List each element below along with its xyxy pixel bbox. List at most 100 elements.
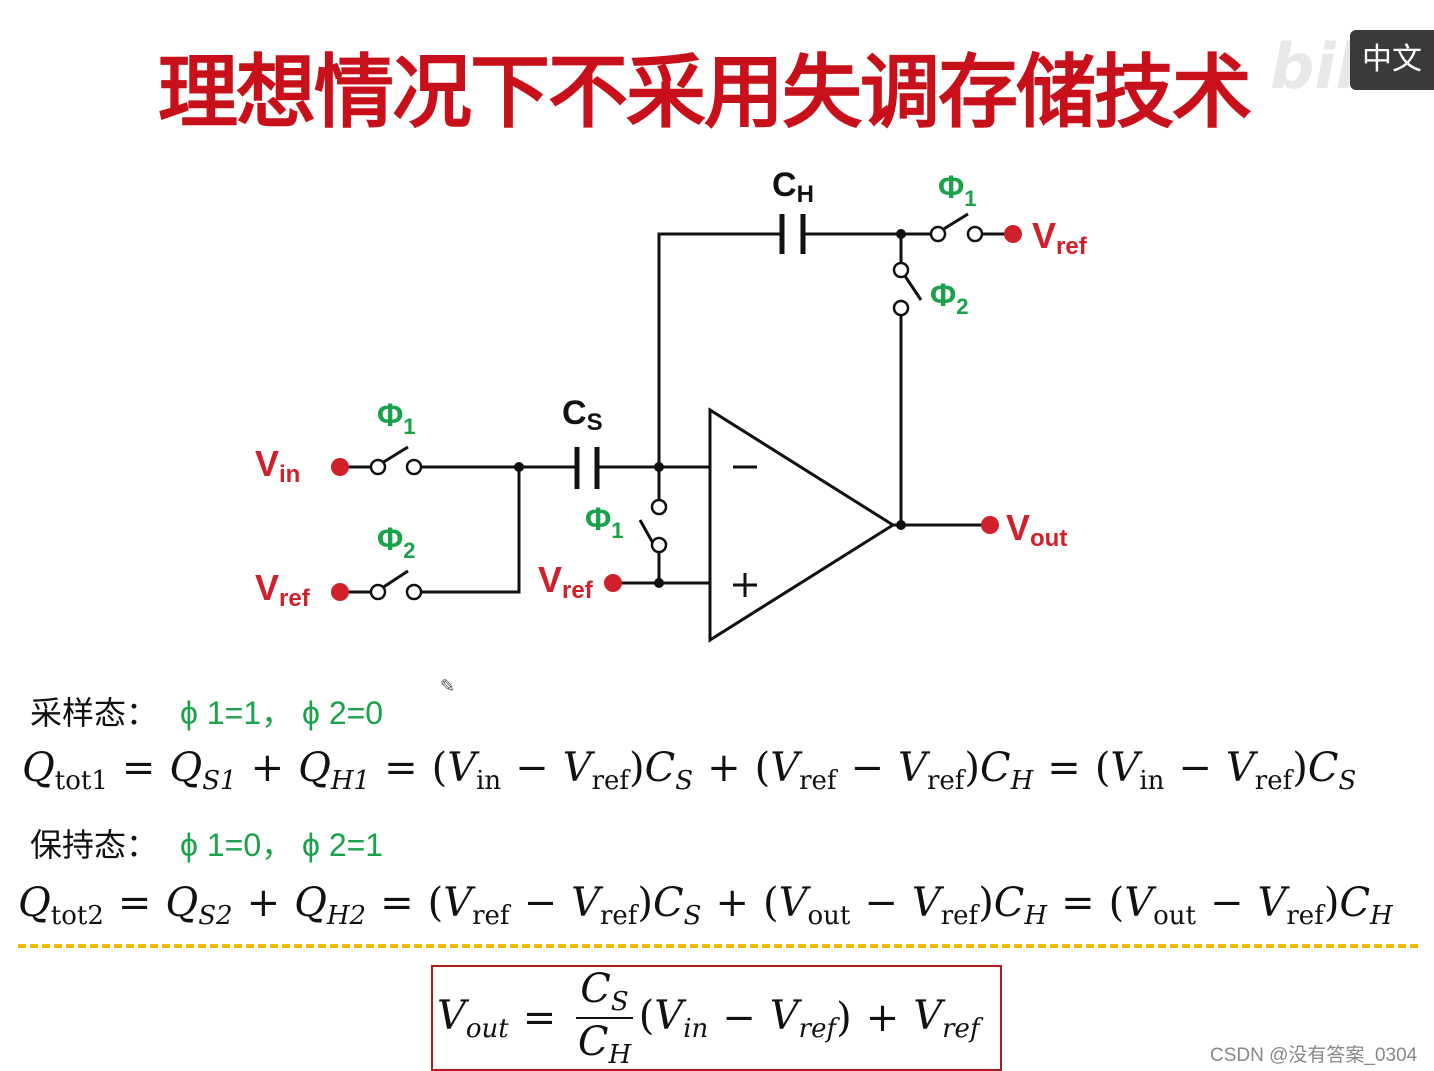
opamp-triangle [708, 407, 896, 643]
equation-term: (Vref [754, 745, 837, 796]
equation-term: (Vref [427, 880, 510, 931]
label-vin: Vin [255, 443, 300, 488]
equation-term: Vref [769, 992, 837, 1044]
equation-term: − [850, 745, 885, 791]
state-label: 保持态： [30, 826, 159, 864]
equation-term: Vref [898, 745, 965, 796]
label-phi2: Φ2 [377, 521, 416, 563]
terminal-vin [331, 458, 349, 476]
circuit-diagram: CH CS Φ1 Φ2 Φ1 Φ2 Φ1 Vref Vin Vref Vref … [255, 166, 1088, 643]
equation-term: ) [836, 995, 852, 1041]
equation-term: = [121, 745, 156, 791]
equation-term: Vref [1225, 745, 1293, 796]
equation-term: (Vout [762, 880, 851, 931]
equation-term: Vout [437, 992, 509, 1044]
pencil-icon[interactable]: ✎ [440, 676, 456, 697]
equation-term: − [1178, 745, 1212, 791]
equation-term: Vref [571, 880, 638, 931]
equation-term: )CS [629, 745, 694, 796]
equation-term: CS [580, 966, 629, 1017]
equation-term: QS2 [165, 880, 233, 931]
terminal-vout [981, 516, 999, 534]
switch-contact [369, 458, 387, 476]
switch-lever [903, 275, 923, 301]
equation-term: + [246, 880, 281, 926]
equation-term: = [1047, 745, 1081, 791]
switch-contact [650, 498, 668, 516]
equation-term: = [380, 880, 414, 926]
equation-term: − [515, 745, 549, 791]
equation-term: − [1209, 880, 1244, 926]
equation-term: (Vin [1094, 745, 1165, 796]
junction-node [654, 578, 664, 588]
junction-node [654, 462, 664, 472]
equation-term: (Vin [431, 745, 502, 796]
equation-qtot2: Qtot2=QS2+QH2=(Vref−Vref)CS+(Vout−Vref)C… [18, 880, 1393, 931]
equation-term: Qtot2 [18, 880, 104, 931]
label-phi2: Φ2 [930, 277, 969, 319]
state-condition: ϕ 1=1， ϕ 2=0 [180, 695, 384, 731]
terminal-vref [604, 574, 622, 592]
equation-term: − [722, 995, 756, 1041]
switch-contact [892, 299, 910, 317]
label-phi1: Φ1 [377, 397, 416, 439]
holding-state: 保持态： ϕ 1=0， ϕ 2=1 [30, 820, 383, 866]
switch-contact [892, 261, 910, 279]
equation-term: )CS [1292, 745, 1357, 796]
switch-contact [369, 583, 387, 601]
equation-term: Qtot1 [22, 745, 108, 796]
label-ch: CH [772, 166, 814, 208]
equation-term: (Vin [638, 992, 709, 1044]
equation-term: )CH [978, 880, 1048, 931]
switch-contact [405, 458, 423, 476]
equation-term: + [707, 745, 741, 791]
label-vout: Vout [1006, 507, 1067, 552]
equation-term: )CH [964, 745, 1034, 796]
equation-term: − [864, 880, 898, 926]
switch-contact [929, 225, 947, 243]
wire [421, 467, 521, 594]
state-condition: ϕ 1=0， ϕ 2=1 [180, 827, 384, 863]
label-vref: Vref [1032, 215, 1088, 260]
switch-lever [638, 519, 656, 546]
equation-term: CH [577, 1019, 632, 1070]
equation-term: QS1 [169, 745, 237, 796]
switch-contact [650, 536, 668, 554]
label-cs: CS [562, 394, 603, 436]
junction-node [896, 229, 906, 239]
slide-title: 理想情况下不采用失调存储技术 [158, 46, 1252, 139]
equation-term: )CS [637, 880, 702, 931]
equation-term: QH1 [298, 745, 371, 796]
label-vref: Vref [538, 559, 594, 604]
switch-contact [405, 583, 423, 601]
equation-term: = [1061, 880, 1095, 926]
equation-term: − [523, 880, 558, 926]
wire [657, 232, 782, 467]
switch-lever [381, 445, 409, 465]
equation-term: = [117, 880, 152, 926]
label-phi1: Φ1 [585, 501, 624, 543]
divider-dashed [18, 944, 1418, 948]
equation-term: + [715, 880, 749, 926]
equation-term: (Vout [1108, 880, 1196, 931]
sampling-state: 采样态： ϕ 1=1， ϕ 2=0 [30, 688, 383, 734]
junction-node [896, 520, 906, 530]
switch-lever [381, 569, 409, 590]
equation-term: + [865, 995, 900, 1041]
state-label: 采样态： [30, 694, 159, 732]
equation-qtot1: Qtot1=QS1+QH1=(Vin−Vref)CS+(Vref−Vref)CH… [22, 745, 1356, 796]
label-phi1: Φ1 [938, 169, 977, 211]
terminal-vref [331, 583, 349, 601]
switch-lever [941, 212, 969, 232]
equation-term: )CH [1323, 880, 1393, 931]
equation-term: Vref [913, 992, 980, 1044]
equation-term: QH2 [294, 880, 367, 931]
credit-watermark: CSDN @没有答案_0304 [1210, 1045, 1418, 1066]
language-badge[interactable]: 中文 [1350, 30, 1434, 90]
equation-term: Vref [562, 745, 630, 796]
junction-node [514, 462, 524, 472]
switch-contact [966, 225, 984, 243]
